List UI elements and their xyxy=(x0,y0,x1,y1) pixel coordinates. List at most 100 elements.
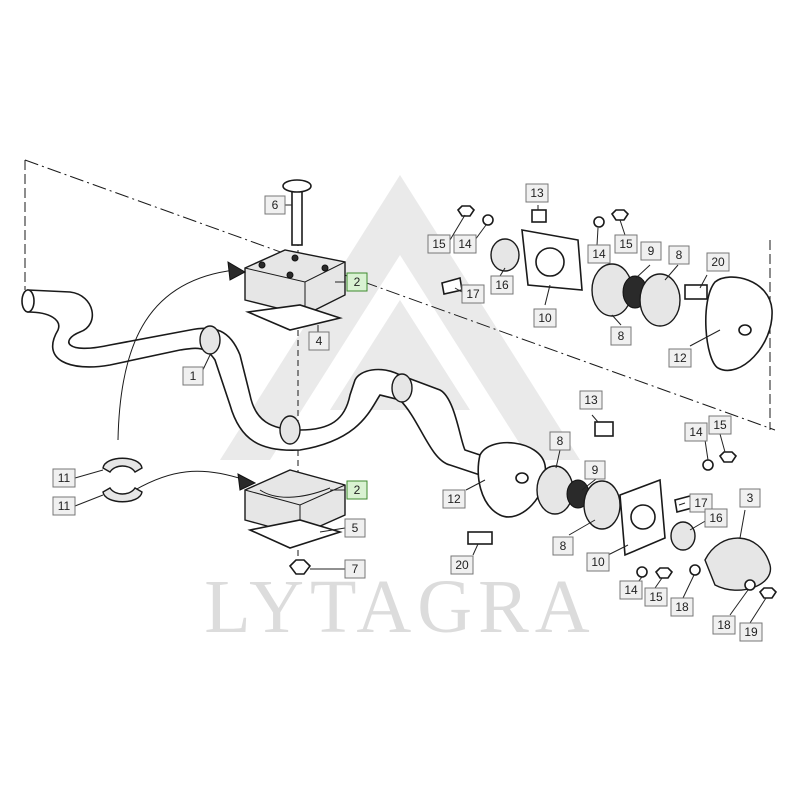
callout-8-c: 8 xyxy=(549,431,571,451)
bearing-block xyxy=(244,249,346,316)
callout-11-upper: 11 xyxy=(52,468,76,488)
svg-text:7: 7 xyxy=(352,562,359,576)
bearing-plate xyxy=(247,519,343,549)
svg-text:8: 8 xyxy=(618,329,625,343)
svg-text:17: 17 xyxy=(694,496,708,510)
leader-lines xyxy=(74,204,767,624)
callout-13-b: 13 xyxy=(579,390,603,410)
watermark-logo xyxy=(220,175,580,460)
svg-text:3: 3 xyxy=(747,491,754,505)
svg-text:11: 11 xyxy=(58,499,71,513)
bolt xyxy=(594,421,614,437)
svg-text:1: 1 xyxy=(190,369,197,383)
callout-19: 19 xyxy=(739,622,763,642)
callout-6: 6 xyxy=(264,195,286,215)
svg-text:15: 15 xyxy=(619,237,633,251)
callout-13-a: 13 xyxy=(525,183,549,203)
svg-text:15: 15 xyxy=(432,237,446,251)
callout-9-a: 9 xyxy=(640,241,662,261)
svg-text:20: 20 xyxy=(455,558,469,572)
bearing-halves xyxy=(102,457,143,503)
bolt xyxy=(684,284,708,300)
washer xyxy=(636,566,648,578)
svg-text:16: 16 xyxy=(709,511,723,525)
washer xyxy=(744,579,756,591)
callout-8-d: 8 xyxy=(552,536,574,556)
washer xyxy=(689,564,701,576)
flange-bore xyxy=(535,247,565,277)
crankshaft xyxy=(21,289,497,476)
callout-15-a: 15 xyxy=(427,234,451,254)
upper-axis-line xyxy=(24,159,776,431)
arrows xyxy=(117,261,257,491)
arrow-to-lower-block xyxy=(134,470,246,491)
lower-bearing-assembly xyxy=(244,469,346,575)
svg-text:14: 14 xyxy=(624,583,638,597)
nut xyxy=(654,567,674,579)
washer xyxy=(482,214,494,226)
callout-12-a: 12 xyxy=(668,348,692,368)
bushing xyxy=(670,521,696,551)
callout-18-b: 18 xyxy=(712,615,736,635)
svg-text:18: 18 xyxy=(717,618,731,632)
svg-text:14: 14 xyxy=(592,247,606,261)
bearing-plate xyxy=(245,304,343,331)
nut xyxy=(718,451,738,463)
svg-text:9: 9 xyxy=(592,463,599,477)
svg-text:15: 15 xyxy=(649,590,663,604)
arrow-to-upper-block xyxy=(117,269,236,441)
svg-text:10: 10 xyxy=(538,311,552,325)
svg-text:13: 13 xyxy=(584,393,598,407)
bearing-flange xyxy=(583,480,621,530)
callout-14-a: 14 xyxy=(453,234,477,254)
bolt xyxy=(467,531,493,545)
callout-3: 3 xyxy=(739,488,761,508)
callout-2-lower: 2 xyxy=(346,480,368,500)
svg-text:12: 12 xyxy=(673,351,687,365)
svg-text:10: 10 xyxy=(591,555,605,569)
callout-14-c: 14 xyxy=(684,422,708,442)
nut xyxy=(758,587,778,599)
callout-17-a: 17 xyxy=(461,284,485,304)
svg-text:6: 6 xyxy=(272,198,279,212)
callout-15-c: 15 xyxy=(708,415,732,435)
callout-2-upper: 2 xyxy=(346,272,368,292)
callout-16-a: 16 xyxy=(490,275,514,295)
callout-14-b: 14 xyxy=(587,244,611,264)
svg-text:5: 5 xyxy=(352,521,359,535)
callout-20-b: 20 xyxy=(450,555,474,575)
callout-12-b: 12 xyxy=(442,489,466,509)
svg-text:11: 11 xyxy=(58,471,71,485)
bearing-cover xyxy=(704,537,772,591)
svg-text:16: 16 xyxy=(495,278,509,292)
upper-bearing-assembly xyxy=(244,179,346,331)
callout-15-b: 15 xyxy=(614,234,638,254)
callout-20-a: 20 xyxy=(706,252,730,272)
callout-4: 4 xyxy=(308,331,330,351)
svg-text:13: 13 xyxy=(530,186,544,200)
bushing xyxy=(490,238,520,272)
svg-text:9: 9 xyxy=(648,244,655,258)
nut xyxy=(610,209,630,221)
bearing-half xyxy=(102,457,143,473)
shaft-collar xyxy=(391,373,413,403)
crankshaft-end xyxy=(21,289,35,313)
callout-9-b: 9 xyxy=(584,460,606,480)
bearing-half xyxy=(102,487,143,503)
counterweight xyxy=(477,441,547,518)
svg-text:8: 8 xyxy=(557,434,564,448)
svg-text:15: 15 xyxy=(713,418,727,432)
washer xyxy=(593,216,605,228)
counterweight xyxy=(705,276,773,371)
bolt xyxy=(531,209,547,223)
bolt xyxy=(291,184,303,246)
svg-text:2: 2 xyxy=(354,483,361,497)
flange-bore xyxy=(630,504,656,530)
callout-labels: 6 2 4 1 11 11 2 5 7 15 14 17 16 13 10 14… xyxy=(52,183,763,642)
arrow-head xyxy=(237,473,257,491)
svg-text:20: 20 xyxy=(711,255,725,269)
shaft-collar xyxy=(279,415,301,445)
callout-14-d: 14 xyxy=(619,580,643,600)
svg-text:18: 18 xyxy=(675,600,689,614)
svg-text:4: 4 xyxy=(316,334,323,348)
